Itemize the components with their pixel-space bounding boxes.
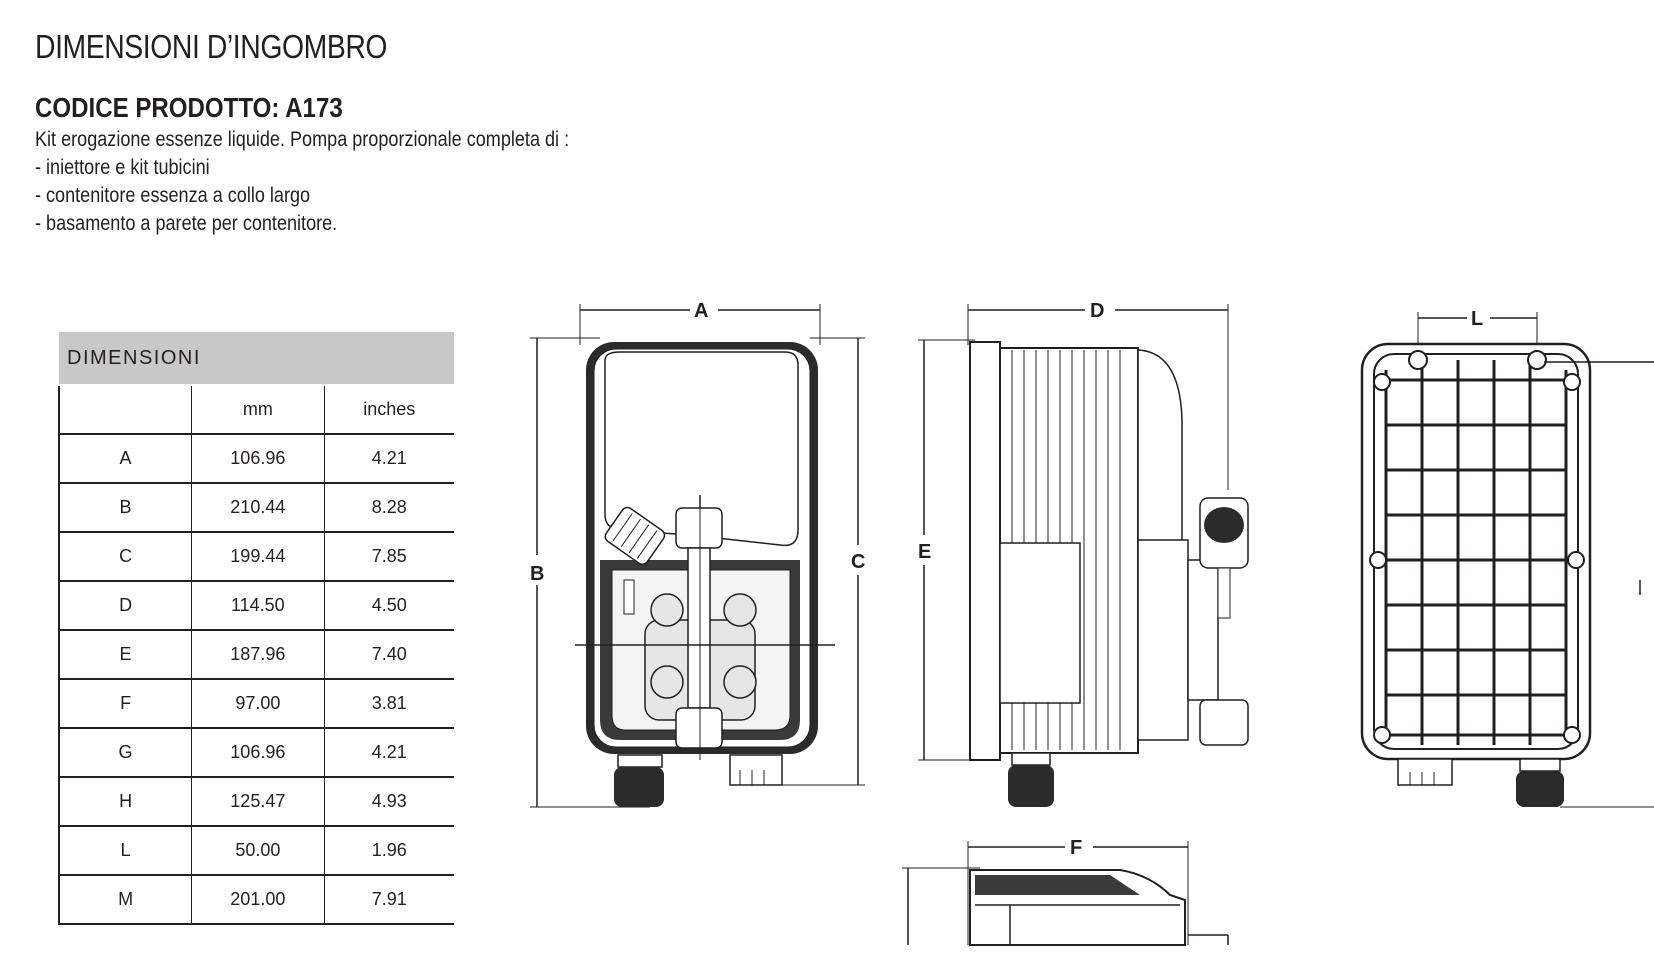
pump-front-view: A B C [530,300,865,808]
dimension-label-l: L [1471,308,1483,330]
dim-inches: 4.93 [324,777,454,827]
dimension-label-d: D [1090,300,1104,322]
dimension-label-e: E [918,541,931,563]
dim-inches: 3.81 [324,679,454,729]
pump-rear-view: L [1360,308,1654,808]
description-line: Kit erogazione essenze liquide. Pompa pr… [35,128,570,151]
dim-inches: 4.21 [324,728,454,778]
dim-mm: 114.50 [191,581,325,631]
dim-inches: 4.50 [324,581,454,631]
table-heading: DIMENSIONI [59,332,454,386]
dimension-label-b: B [530,563,544,585]
dim-mm: 187.96 [191,630,325,680]
description-line: - contenitore essenza a collo largo [35,184,311,207]
page-title: DIMENSIONI D’INGOMBRO [35,28,388,65]
dim-code: B [58,483,193,533]
dim-mm: 106.96 [191,434,325,484]
column-header-mm: mm [191,385,325,435]
dim-code: G [58,728,193,778]
dim-mm: 201.00 [191,875,325,925]
dim-inches: 7.85 [324,532,454,582]
dim-mm: 210.44 [191,483,325,533]
dim-code: F [58,679,193,729]
dim-code: H [58,777,193,827]
product-description: Kit erogazione essenze liquide. Pompa pr… [35,126,569,238]
product-code: CODICE PRODOTTO: A173 [35,92,343,123]
pump-side-view: D E [918,300,1249,807]
column-header-inches: inches [324,385,454,435]
dim-code: D [58,581,193,631]
dim-code: L [58,826,193,876]
mounting-holes [1369,350,1585,744]
description-line: - iniettore e kit tubicini [35,156,210,179]
dim-code: C [58,532,193,582]
dim-code: A [58,434,193,484]
pump-bottom-view: F [902,837,1229,946]
dim-mm: 50.00 [191,826,325,876]
dim-inches: 1.96 [324,826,454,876]
dim-inches: 8.28 [324,483,454,533]
dim-mm: 125.47 [191,777,325,827]
dim-inches: 7.91 [324,875,454,925]
dim-mm: 106.96 [191,728,325,778]
dimension-label-a: A [694,300,708,322]
dim-inches: 4.21 [324,434,454,484]
rear-grid [1384,360,1568,745]
dim-code: M [58,875,193,925]
dim-inches: 7.40 [324,630,454,680]
dimension-label-c: C [851,551,865,573]
dim-mm: 97.00 [191,679,325,729]
dim-code: E [58,630,193,680]
column-header [58,385,193,435]
description-line: - basamento a parete per contenitore. [35,212,338,235]
dimension-label-f: F [1070,837,1082,859]
dim-mm: 199.44 [191,532,325,582]
